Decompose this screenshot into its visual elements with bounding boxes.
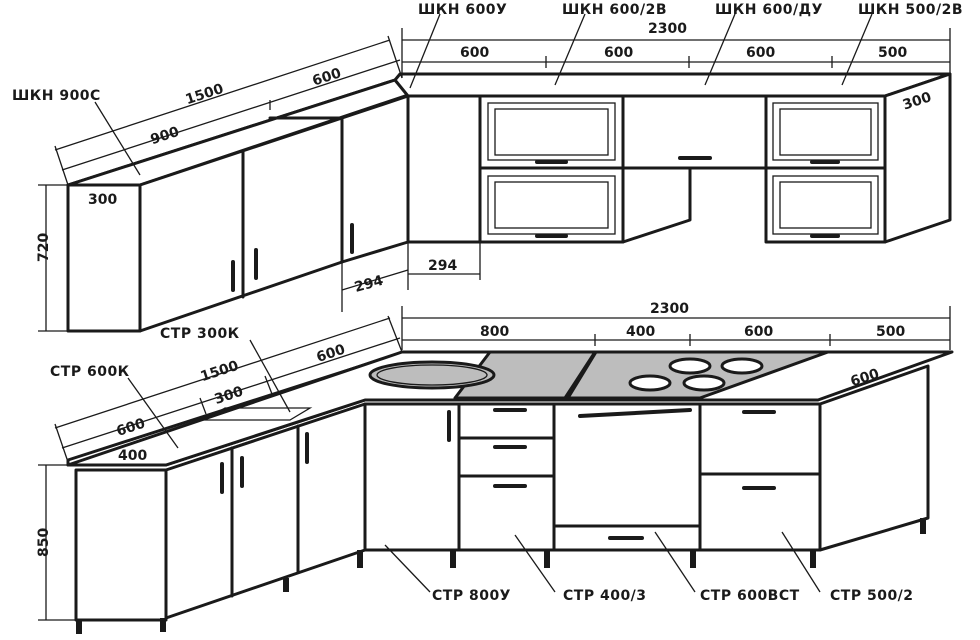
glass-pane-4-inner <box>779 181 872 229</box>
label-shkn900c: ШКН 900С <box>12 88 101 104</box>
dim-tick <box>54 145 69 186</box>
round-sink-inner <box>376 364 488 386</box>
dim-tick <box>54 423 69 463</box>
dim-upper-600a: 600 <box>460 45 489 61</box>
hood-cabinet-side <box>621 166 692 244</box>
leg <box>920 518 926 534</box>
dim-upper-600c: 600 <box>746 45 775 61</box>
lower-end-panel <box>74 468 168 622</box>
leader-str300k <box>249 339 291 413</box>
dim-lower-850: 850 <box>36 528 52 557</box>
dim-lower-800: 800 <box>480 324 509 340</box>
burner-4 <box>682 374 726 392</box>
leg <box>690 550 696 568</box>
dim-line-600-300-600-lower <box>61 337 401 449</box>
lower-dimensions <box>38 306 951 621</box>
dim-upper-left600: 600 <box>310 65 343 89</box>
label-shkn600-2v: ШКН 600/2В <box>562 2 667 18</box>
burner-1 <box>668 357 712 375</box>
leg <box>810 550 816 568</box>
dim-lower-500: 500 <box>876 324 905 340</box>
upper-cabinets <box>66 72 952 333</box>
dim-upper-294a: 294 <box>353 273 386 296</box>
module-labels: ШКН 900С ШКН 600У ШКН 600/2В ШКН 600/ДУ … <box>12 2 963 604</box>
glass-pane-1-inner <box>494 108 609 156</box>
leader-str400-3 <box>514 534 556 593</box>
leg <box>544 550 550 568</box>
label-shkn600-du: ШКН 600/ДУ <box>715 2 823 18</box>
leader-str500-2 <box>781 531 821 593</box>
dim-lower-600: 600 <box>744 324 773 340</box>
leader-str800u <box>384 544 431 593</box>
leg <box>357 550 363 568</box>
dim-upper-depth300-left: 300 <box>88 192 117 208</box>
lower-right-side <box>818 364 930 552</box>
dim-lower-1500: 1500 <box>199 358 241 385</box>
oven-handle <box>578 408 692 418</box>
glass-pane-2-inner <box>494 181 609 229</box>
burner-3 <box>628 374 672 392</box>
dim-upper-720: 720 <box>36 233 52 262</box>
legs <box>76 518 926 634</box>
upper-dimensions <box>38 13 951 332</box>
dim-tick <box>387 35 403 79</box>
dim-upper-900: 900 <box>149 124 182 148</box>
lower-str600vst <box>552 402 702 552</box>
dim-upper-294b: 294 <box>428 258 457 274</box>
label-str500-2: СТР 500/2 <box>830 588 914 604</box>
label-shkn500-2v: ШКН 500/2В <box>858 2 963 18</box>
label-str600vst: СТР 600ВСТ <box>700 588 800 604</box>
label-str300k: СТР 300К <box>160 326 240 342</box>
leg <box>160 618 166 632</box>
lower-str800u <box>363 402 461 552</box>
burner-2 <box>720 357 764 375</box>
glass-pane-3-inner <box>779 108 872 156</box>
sink-left <box>202 407 313 421</box>
dim-upper-600b: 600 <box>604 45 633 61</box>
leader-shkn600-2v <box>554 13 586 86</box>
leader-str600vst <box>654 531 696 593</box>
lower-cabinets <box>66 350 954 634</box>
round-sink <box>368 360 496 390</box>
label-shkn600u: ШКН 600У <box>418 2 507 18</box>
dim-tick <box>199 397 207 415</box>
label-str800u: СТР 800У <box>432 588 511 604</box>
dim-lower-2300: 2300 <box>650 301 689 317</box>
dim-lower-left600: 600 <box>315 342 348 366</box>
dim-lower-400-depth: 400 <box>118 448 147 464</box>
upper-end-panel <box>66 183 142 333</box>
lower-str500-2 <box>698 402 822 552</box>
dim-upper-2300: 2300 <box>648 21 687 37</box>
dim-tick <box>264 375 273 395</box>
upper-front-900 <box>138 116 344 333</box>
dim-lower-400: 400 <box>626 324 655 340</box>
leader-shkn600-du <box>704 13 736 86</box>
dim-line-1500-upper <box>54 39 391 151</box>
leg <box>450 550 456 568</box>
dim-line-1500-lower <box>54 317 391 429</box>
upper-right-side <box>883 72 952 244</box>
upper-right-top <box>393 72 952 98</box>
leader-shkn500-2v <box>841 13 873 86</box>
leader-str600k <box>127 377 179 449</box>
dim-line-900-600-upper <box>61 59 401 171</box>
upper-corner-cabinet <box>406 94 482 244</box>
label-str400-3: СТР 400/3 <box>563 588 647 604</box>
dim-line-294a <box>341 269 409 291</box>
label-str600k: СТР 600К <box>50 364 130 380</box>
leg <box>283 578 289 592</box>
leader-shkn900c <box>94 101 141 176</box>
leader-shkn600u <box>409 13 441 89</box>
leg <box>76 620 82 634</box>
dim-upper-500: 500 <box>878 45 907 61</box>
dim-upper-1500: 1500 <box>184 81 226 108</box>
dim-tick <box>387 315 403 353</box>
